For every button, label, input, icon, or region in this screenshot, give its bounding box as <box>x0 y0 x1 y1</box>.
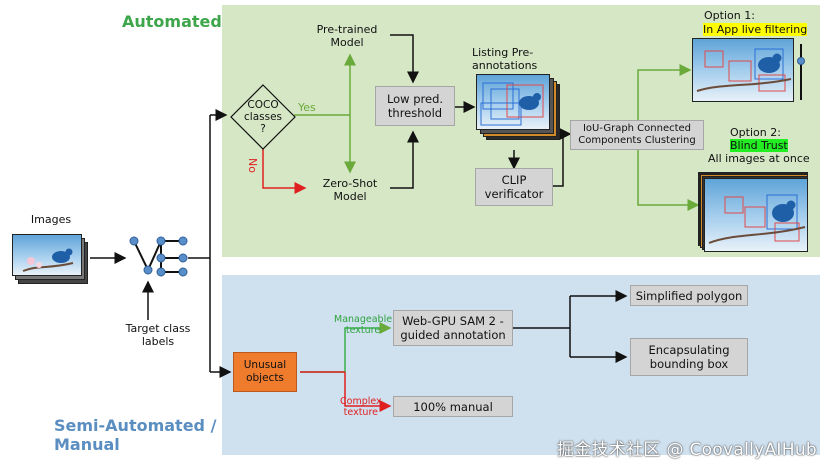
option1-image <box>692 38 794 102</box>
graph-node <box>129 236 139 246</box>
option2-subtitle: All images at once <box>708 152 810 165</box>
bird-image-icon <box>12 234 82 276</box>
automated-title: Automated <box>122 12 222 31</box>
option1-title: Option 1: <box>704 9 755 22</box>
zeroshot-model-label: Zero-Shot Model <box>322 177 378 203</box>
sam2-annotation-box: Web-GPU SAM 2 - guided annotation <box>393 310 513 346</box>
yes-label: Yes <box>298 101 316 114</box>
semi-title-line2: Manual <box>54 435 120 454</box>
target-class-line2: labels <box>141 335 175 348</box>
target-class-line1: Target class <box>125 322 191 335</box>
listing-preannotations-label: Listing Pre- annotations <box>472 46 538 72</box>
bbox-overlay-icon <box>480 82 544 126</box>
decision-diamond-shape <box>230 84 296 150</box>
complex-texture-label: Complex texture <box>340 396 382 418</box>
option2-title: Option 2: <box>730 126 781 139</box>
clip-verificator-box: CLIP verificator <box>475 168 553 206</box>
graph-node <box>178 267 188 277</box>
graph-node <box>156 253 166 263</box>
images-label: Images <box>30 213 72 226</box>
preannotation-stack <box>476 74 562 150</box>
coco-classes-question: COCO classes ? <box>244 99 282 135</box>
option1-desc: In App live filtering <box>703 23 808 36</box>
manageable-texture-label: Manageable texture <box>334 314 393 336</box>
option2-desc: Blind Trust <box>730 139 788 152</box>
filtered-bbox-icon <box>696 48 792 92</box>
no-label: No <box>246 158 259 173</box>
low-threshold-box: Low pred. threshold <box>375 86 455 126</box>
graph-node <box>156 236 166 246</box>
option2-image <box>704 178 808 252</box>
coco-decision-diamond: COCO classes ? <box>230 84 296 150</box>
graph-node <box>178 253 188 263</box>
semi-title-line1: Semi-Automated / <box>54 416 217 435</box>
all-images-bbox-icon <box>708 194 806 244</box>
unusual-objects-box: Unusual objects <box>233 352 297 392</box>
iou-clustering-box: IoU-Graph Connected Components Clusterin… <box>570 120 704 150</box>
bird-icon <box>22 248 74 272</box>
graph-node <box>156 267 166 277</box>
simplified-polygon-box: Simplified polygon <box>630 285 748 306</box>
pretrained-model-label: Pre-trained Model <box>316 23 378 49</box>
semi-automated-title: Semi-Automated / Manual <box>54 416 216 454</box>
option2-image-stack <box>698 172 810 252</box>
preannotation-image <box>476 74 550 130</box>
watermark: 掘金技术社区 @ CoovallyAIHub <box>556 440 817 460</box>
graph-node <box>143 265 153 275</box>
graph-node <box>178 236 188 246</box>
bounding-box-output: Encapsulating bounding box <box>630 338 748 376</box>
target-class-label: Target class labels <box>118 322 198 348</box>
manual-annotation-box: 100% manual <box>393 396 513 417</box>
